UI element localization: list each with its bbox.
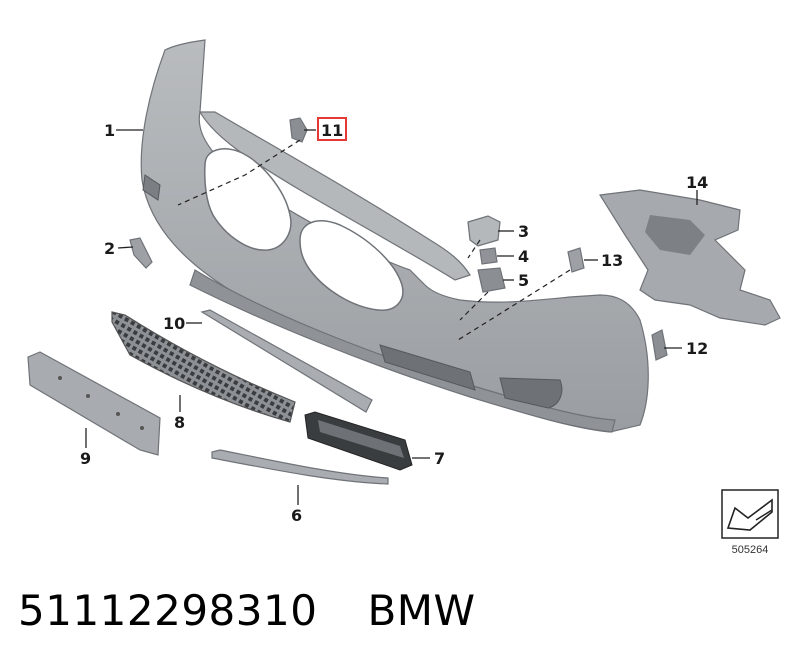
callout-4: 4 xyxy=(518,247,529,266)
diagram-id-box: 505264 xyxy=(721,489,779,556)
mesh-grille-8 xyxy=(111,311,296,423)
callout-9: 9 xyxy=(80,449,91,468)
small-parts xyxy=(129,117,668,361)
footer: 51112298310 BMW xyxy=(18,586,476,635)
callout-10: 10 xyxy=(163,314,185,333)
callout-11-highlight xyxy=(317,117,347,141)
part-number: 51112298310 xyxy=(18,586,318,635)
lower-strip-6 xyxy=(211,449,389,485)
assembly-lines xyxy=(177,139,571,341)
callout-13: 13 xyxy=(601,251,623,270)
leader-lines xyxy=(85,129,698,505)
callout-14: 14 xyxy=(686,173,708,192)
kidney-grille-openings xyxy=(204,148,404,311)
bumper-air-intakes xyxy=(142,174,563,409)
bumper-bracket-14 xyxy=(598,189,781,326)
lower-grille-7 xyxy=(304,411,413,471)
callout-7: 7 xyxy=(434,449,445,468)
callout-8: 8 xyxy=(174,413,185,432)
callout-11: 11 xyxy=(321,121,343,140)
callouts: 1 2 3 4 5 6 7 8 9 10 11 12 13 14 xyxy=(80,117,708,525)
callout-5: 5 xyxy=(518,271,529,290)
callout-12: 12 xyxy=(686,339,708,358)
reference-car-icon xyxy=(726,498,773,531)
plate-holder-9 xyxy=(27,351,161,456)
callout-1: 1 xyxy=(104,121,115,140)
callout-3: 3 xyxy=(518,222,529,241)
brand-name: BMW xyxy=(367,586,476,635)
callout-6: 6 xyxy=(291,506,302,525)
trim-strip-10 xyxy=(200,309,373,413)
diagram-id: 505264 xyxy=(732,544,769,556)
callout-2: 2 xyxy=(104,239,115,258)
